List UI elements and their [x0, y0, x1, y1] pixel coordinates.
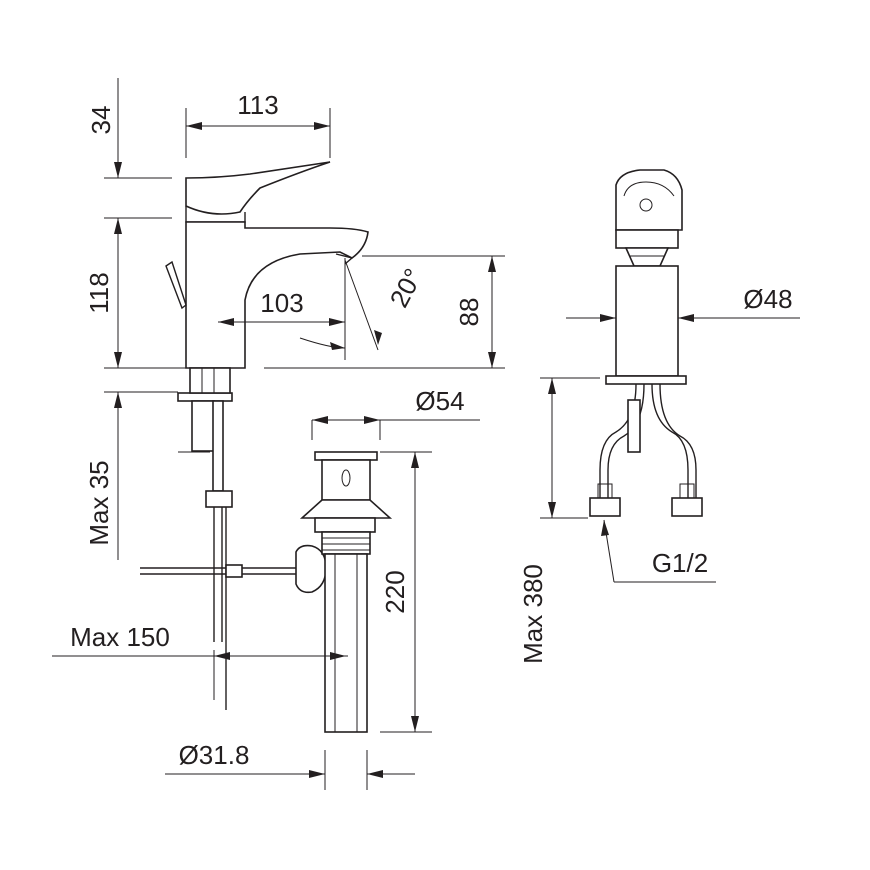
faucet-front-view	[589, 169, 703, 517]
dim-118: 118	[84, 272, 114, 313]
hose-nut	[205, 490, 233, 508]
faucet-side-view	[140, 161, 369, 710]
front-aerator	[624, 247, 670, 267]
dimension-labels: 34 113 118 103 20° 88 Ø48 Ø54 Max 35 220…	[70, 90, 792, 770]
center-shank	[627, 399, 641, 453]
faucet-body	[185, 221, 369, 369]
popup-waste	[299, 451, 393, 733]
mounting-nut	[191, 400, 215, 452]
left-hose-nut	[589, 497, 621, 517]
popup-rod	[165, 260, 187, 310]
dim-220: 220	[380, 570, 410, 613]
base-flange	[177, 392, 233, 402]
front-body	[615, 265, 679, 377]
waste-cap	[314, 451, 378, 461]
handle-screw	[639, 198, 653, 212]
dim-max-380: Max 380	[518, 564, 548, 664]
dim-34: 34	[86, 106, 116, 135]
shank-top	[189, 367, 231, 394]
waste-plug	[321, 459, 371, 501]
right-hose-nut	[671, 497, 703, 517]
dimension-lines	[52, 78, 800, 790]
dim-103: 103	[260, 288, 303, 318]
dim-diameter-31-8: Ø31.8	[179, 740, 250, 770]
aerator	[335, 253, 354, 265]
dim-88: 88	[454, 298, 484, 327]
right-hose	[651, 383, 689, 498]
dim-g-1-2: G1/2	[652, 548, 708, 578]
flex-hose	[212, 400, 224, 492]
waste-thread	[321, 531, 371, 555]
dim-max-150: Max 150	[70, 622, 170, 652]
dim-max-35: Max 35	[84, 460, 114, 545]
dim-diameter-54: Ø54	[415, 386, 464, 416]
dim-diameter-48: Ø48	[743, 284, 792, 314]
handle-cutout	[623, 181, 675, 197]
waste-flange	[299, 499, 393, 519]
front-base	[605, 375, 687, 385]
front-cartridge	[615, 229, 679, 249]
waste-tailpipe	[324, 553, 368, 733]
dim-20-degrees: 20°	[384, 263, 429, 312]
waste-nut	[314, 517, 376, 533]
plug-slot	[341, 469, 351, 487]
lever-handle	[185, 161, 331, 215]
rod-clip	[225, 564, 243, 578]
dim-113: 113	[237, 90, 278, 120]
